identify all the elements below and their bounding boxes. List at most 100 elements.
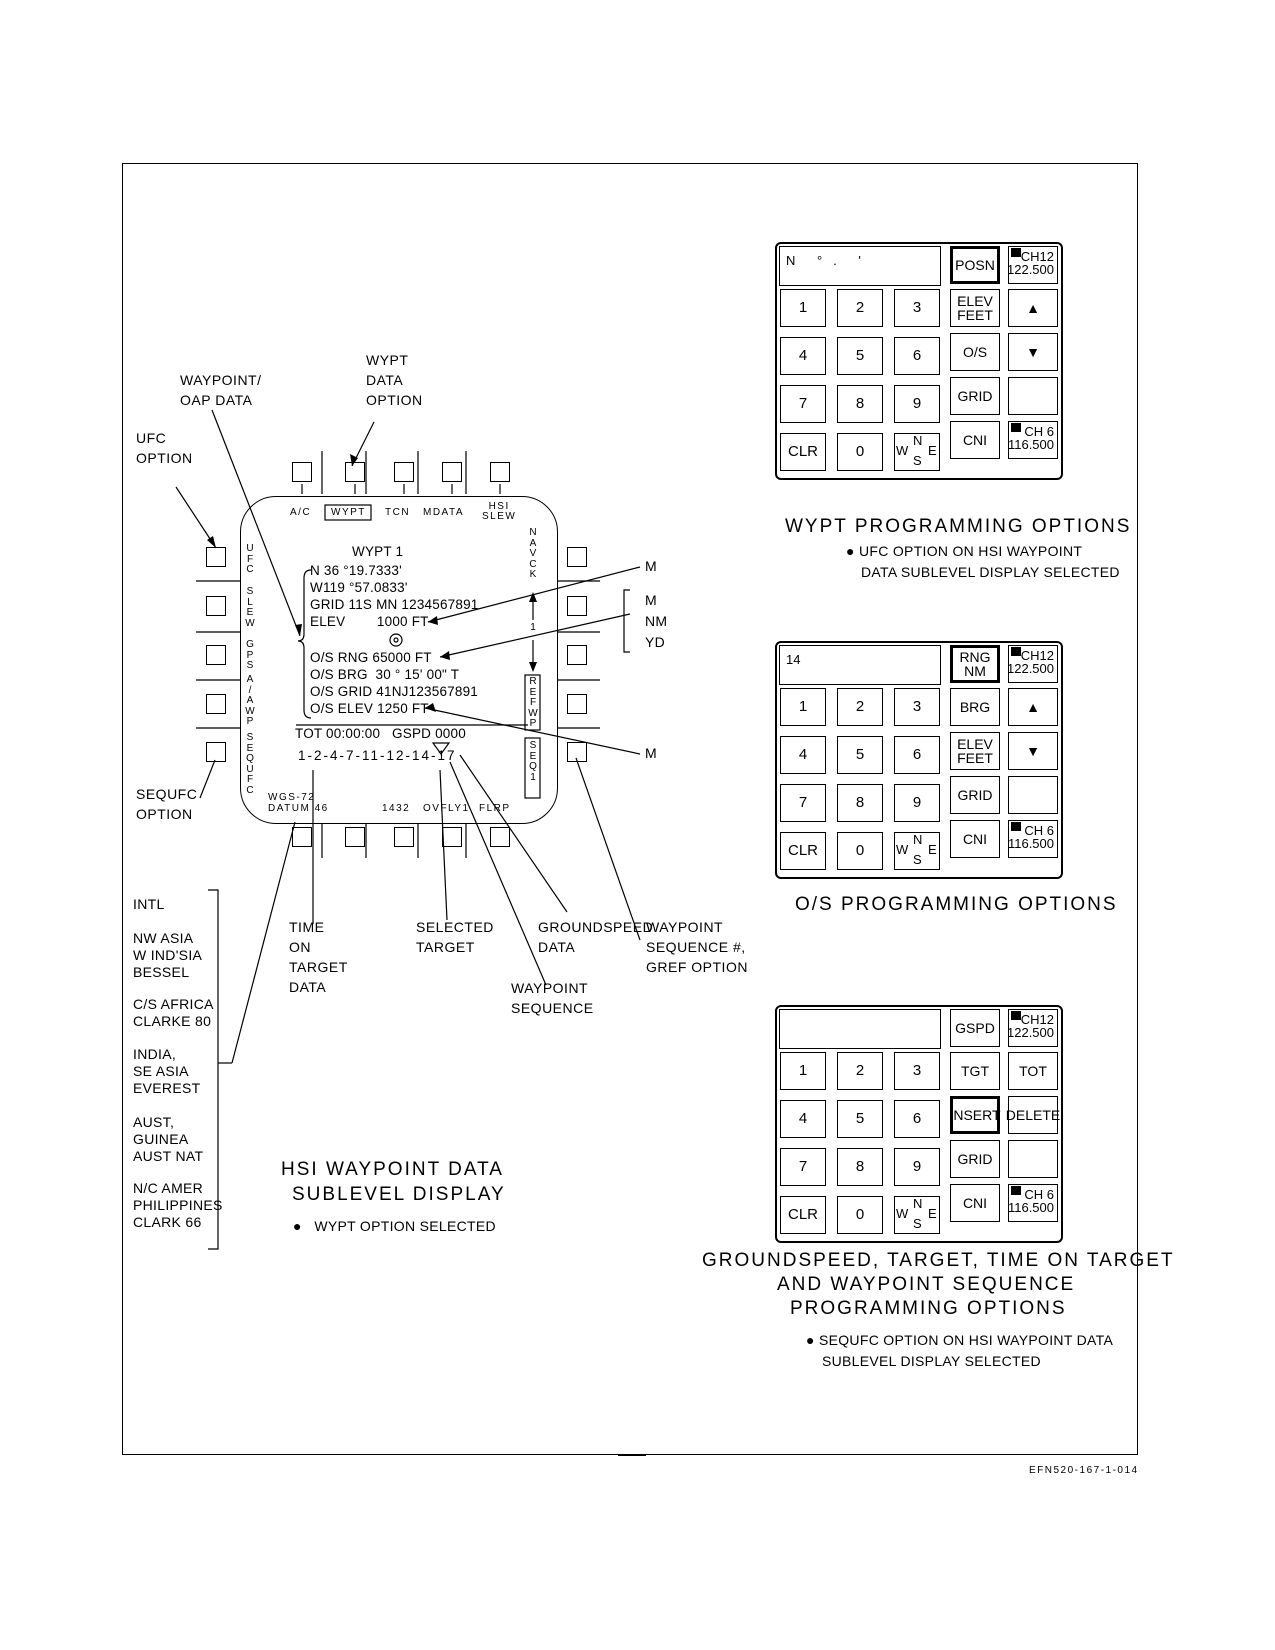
key-clr[interactable]: CLR: [780, 433, 826, 471]
key-5[interactable]: 5: [837, 337, 883, 375]
hsi-pushbutton-right-2[interactable]: [567, 596, 587, 616]
key-clr[interactable]: CLR: [780, 832, 826, 870]
arrow-up-button[interactable]: ▲: [1008, 289, 1058, 327]
key-6[interactable]: 6: [894, 736, 940, 774]
channel-bottom[interactable]: CH 6 116.500: [1008, 421, 1058, 459]
key-3[interactable]: 3: [894, 688, 940, 726]
option-delete[interactable]: DELETE: [1006, 1096, 1060, 1134]
channel-bottom[interactable]: CH 6 116.500: [1008, 1184, 1058, 1222]
hsi-option-aawp[interactable]: A / A W P: [245, 674, 255, 728]
key-4[interactable]: 4: [780, 736, 826, 774]
option-cni[interactable]: CNI: [950, 421, 1000, 459]
arrow-up-button[interactable]: ▲: [1008, 688, 1058, 726]
hsi-option-slew[interactable]: S L E W: [245, 586, 255, 629]
hsi-option-hsi-slew[interactable]: HSI SLEW: [482, 501, 517, 522]
blank-option[interactable]: [1008, 377, 1058, 415]
hsi-option-datum[interactable]: WGS-72 DATUM 46: [268, 792, 329, 814]
hsi-option-ovfly1[interactable]: OVFLY1: [423, 803, 470, 814]
key-0[interactable]: 0: [837, 433, 883, 471]
key-5[interactable]: 5: [837, 736, 883, 774]
option-cni[interactable]: CNI: [950, 820, 1000, 858]
key-4[interactable]: 4: [780, 337, 826, 375]
arrow-down-button[interactable]: ▼: [1008, 333, 1058, 371]
key-7[interactable]: 7: [780, 1148, 826, 1186]
arrow-down-button[interactable]: ▼: [1008, 732, 1058, 770]
key-8[interactable]: 8: [837, 1148, 883, 1186]
option-os[interactable]: O/S: [950, 333, 1000, 371]
key-3[interactable]: 3: [894, 289, 940, 327]
key-6[interactable]: 6: [894, 337, 940, 375]
hsi-pushbutton-top-3[interactable]: [394, 462, 414, 482]
hsi-option-sequfc[interactable]: S E Q U F C: [246, 732, 254, 796]
key-2[interactable]: 2: [837, 289, 883, 327]
key-3[interactable]: 3: [894, 1052, 940, 1090]
hsi-option-mdata[interactable]: MDATA: [423, 507, 465, 518]
hsi-option-ufc[interactable]: U F C: [246, 543, 254, 576]
key-8[interactable]: 8: [837, 385, 883, 423]
hsi-option-1432[interactable]: 1432: [382, 803, 411, 814]
hsi-pushbutton-right-4[interactable]: [567, 694, 587, 714]
key-9[interactable]: 9: [894, 784, 940, 822]
key-6[interactable]: 6: [894, 1100, 940, 1138]
key-9[interactable]: 9: [894, 1148, 940, 1186]
channel-bottom[interactable]: CH 6 116.500: [1008, 820, 1058, 858]
hsi-pushbutton-bottom-2[interactable]: [345, 827, 365, 847]
option-posn[interactable]: POSN: [950, 246, 1000, 284]
hsi-pushbutton-left-1[interactable]: [206, 547, 226, 567]
key-8[interactable]: 8: [837, 784, 883, 822]
key-9[interactable]: 9: [894, 385, 940, 423]
option-brg[interactable]: BRG: [950, 688, 1000, 726]
hsi-option-flrp[interactable]: FLRP: [479, 803, 511, 814]
hsi-pushbutton-top-2[interactable]: [345, 462, 365, 482]
key-1[interactable]: 1: [780, 688, 826, 726]
key-1[interactable]: 1: [780, 1052, 826, 1090]
option-grid[interactable]: GRID: [950, 776, 1000, 814]
key-wnse[interactable]: N W S E: [894, 1196, 940, 1234]
option-elev-feet[interactable]: ELEV FEET: [950, 732, 1000, 770]
hsi-pushbutton-left-3[interactable]: [206, 645, 226, 665]
hsi-pushbutton-right-5[interactable]: [567, 742, 587, 762]
blank-option[interactable]: [1008, 1140, 1058, 1178]
key-7[interactable]: 7: [780, 784, 826, 822]
key-0[interactable]: 0: [837, 832, 883, 870]
hsi-pushbutton-bottom-1[interactable]: [292, 827, 312, 847]
hsi-pushbutton-left-4[interactable]: [206, 694, 226, 714]
option-grid[interactable]: GRID: [950, 377, 1000, 415]
hsi-option-tcn[interactable]: TCN: [385, 507, 411, 518]
hsi-option-wypt[interactable]: WYPT: [331, 507, 366, 518]
hsi-option-seq1[interactable]: S E Q 1: [529, 740, 537, 783]
key-4[interactable]: 4: [780, 1100, 826, 1138]
key-0[interactable]: 0: [837, 1196, 883, 1234]
hsi-pushbutton-left-2[interactable]: [206, 596, 226, 616]
hsi-pushbutton-left-5[interactable]: [206, 742, 226, 762]
key-1[interactable]: 1: [780, 289, 826, 327]
hsi-pushbutton-top-1[interactable]: [292, 462, 312, 482]
option-gspd[interactable]: GSPD: [950, 1009, 1000, 1047]
hsi-option-refwp[interactable]: R E F W P: [528, 676, 538, 730]
option-elev-feet[interactable]: ELEV FEET: [950, 289, 1000, 327]
hsi-option-navck[interactable]: N A V C K: [529, 527, 537, 581]
hsi-pushbutton-bottom-3[interactable]: [394, 827, 414, 847]
key-2[interactable]: 2: [837, 688, 883, 726]
key-wnse[interactable]: N W S E: [894, 433, 940, 471]
key-wnse[interactable]: N W S E: [894, 832, 940, 870]
channel-top[interactable]: CH12 122.500: [1007, 645, 1058, 683]
key-2[interactable]: 2: [837, 1052, 883, 1090]
key-7[interactable]: 7: [780, 385, 826, 423]
key-clr[interactable]: CLR: [780, 1196, 826, 1234]
option-cni[interactable]: CNI: [950, 1184, 1000, 1222]
hsi-pushbutton-right-1[interactable]: [567, 547, 587, 567]
option-tot[interactable]: TOT: [1008, 1052, 1058, 1090]
hsi-option-ac[interactable]: A/C: [290, 507, 312, 518]
hsi-pushbutton-bottom-4[interactable]: [442, 827, 462, 847]
option-tgt[interactable]: TGT: [950, 1052, 1000, 1090]
hsi-pushbutton-top-4[interactable]: [442, 462, 462, 482]
hsi-option-gps[interactable]: G P S: [246, 639, 254, 672]
channel-top[interactable]: CH12 122.500: [1007, 246, 1058, 284]
option-rng-nm[interactable]: RNG NM: [950, 645, 1000, 683]
hsi-pushbutton-bottom-5[interactable]: [490, 827, 510, 847]
blank-option[interactable]: [1008, 776, 1058, 814]
hsi-pushbutton-right-3[interactable]: [567, 645, 587, 665]
option-grid[interactable]: GRID: [950, 1140, 1000, 1178]
hsi-pushbutton-top-5[interactable]: [490, 462, 510, 482]
